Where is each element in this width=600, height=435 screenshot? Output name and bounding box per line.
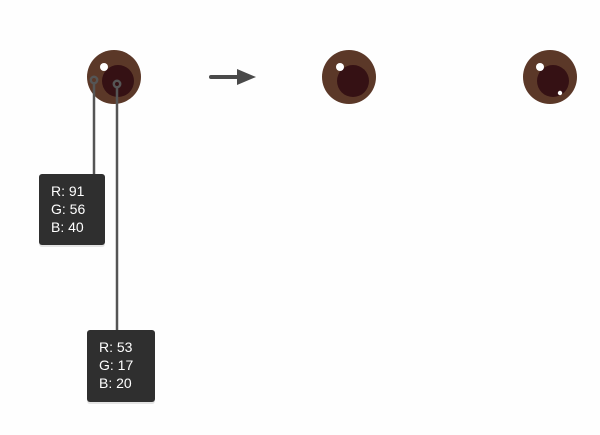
iris-inner (337, 65, 369, 97)
eye-highlight (536, 63, 544, 71)
eye-step-3 (523, 50, 577, 104)
eye-highlight (100, 63, 108, 71)
swatch-r-value: R: 53 (99, 339, 133, 355)
eye-highlight-small (557, 90, 563, 96)
swatch-b-value: B: 40 (51, 219, 84, 235)
eye-highlight (336, 63, 344, 71)
color-swatch-outer: R: 91 G: 56 B: 40 (39, 174, 105, 245)
iris-inner (537, 65, 569, 97)
swatch-g-value: G: 56 (51, 201, 86, 217)
pointer-dot-outer (89, 75, 99, 85)
color-pointers (89, 75, 122, 330)
color-swatch-inner: R: 53 G: 17 B: 20 (87, 330, 155, 402)
swatch-g-value: G: 17 (99, 357, 134, 373)
swatch-b-value: B: 20 (99, 375, 132, 391)
swatch-r-value: R: 91 (51, 183, 85, 199)
eye-step-2 (322, 50, 376, 104)
pointer-dot-inner (112, 79, 122, 89)
right-arrow-icon (209, 69, 256, 85)
